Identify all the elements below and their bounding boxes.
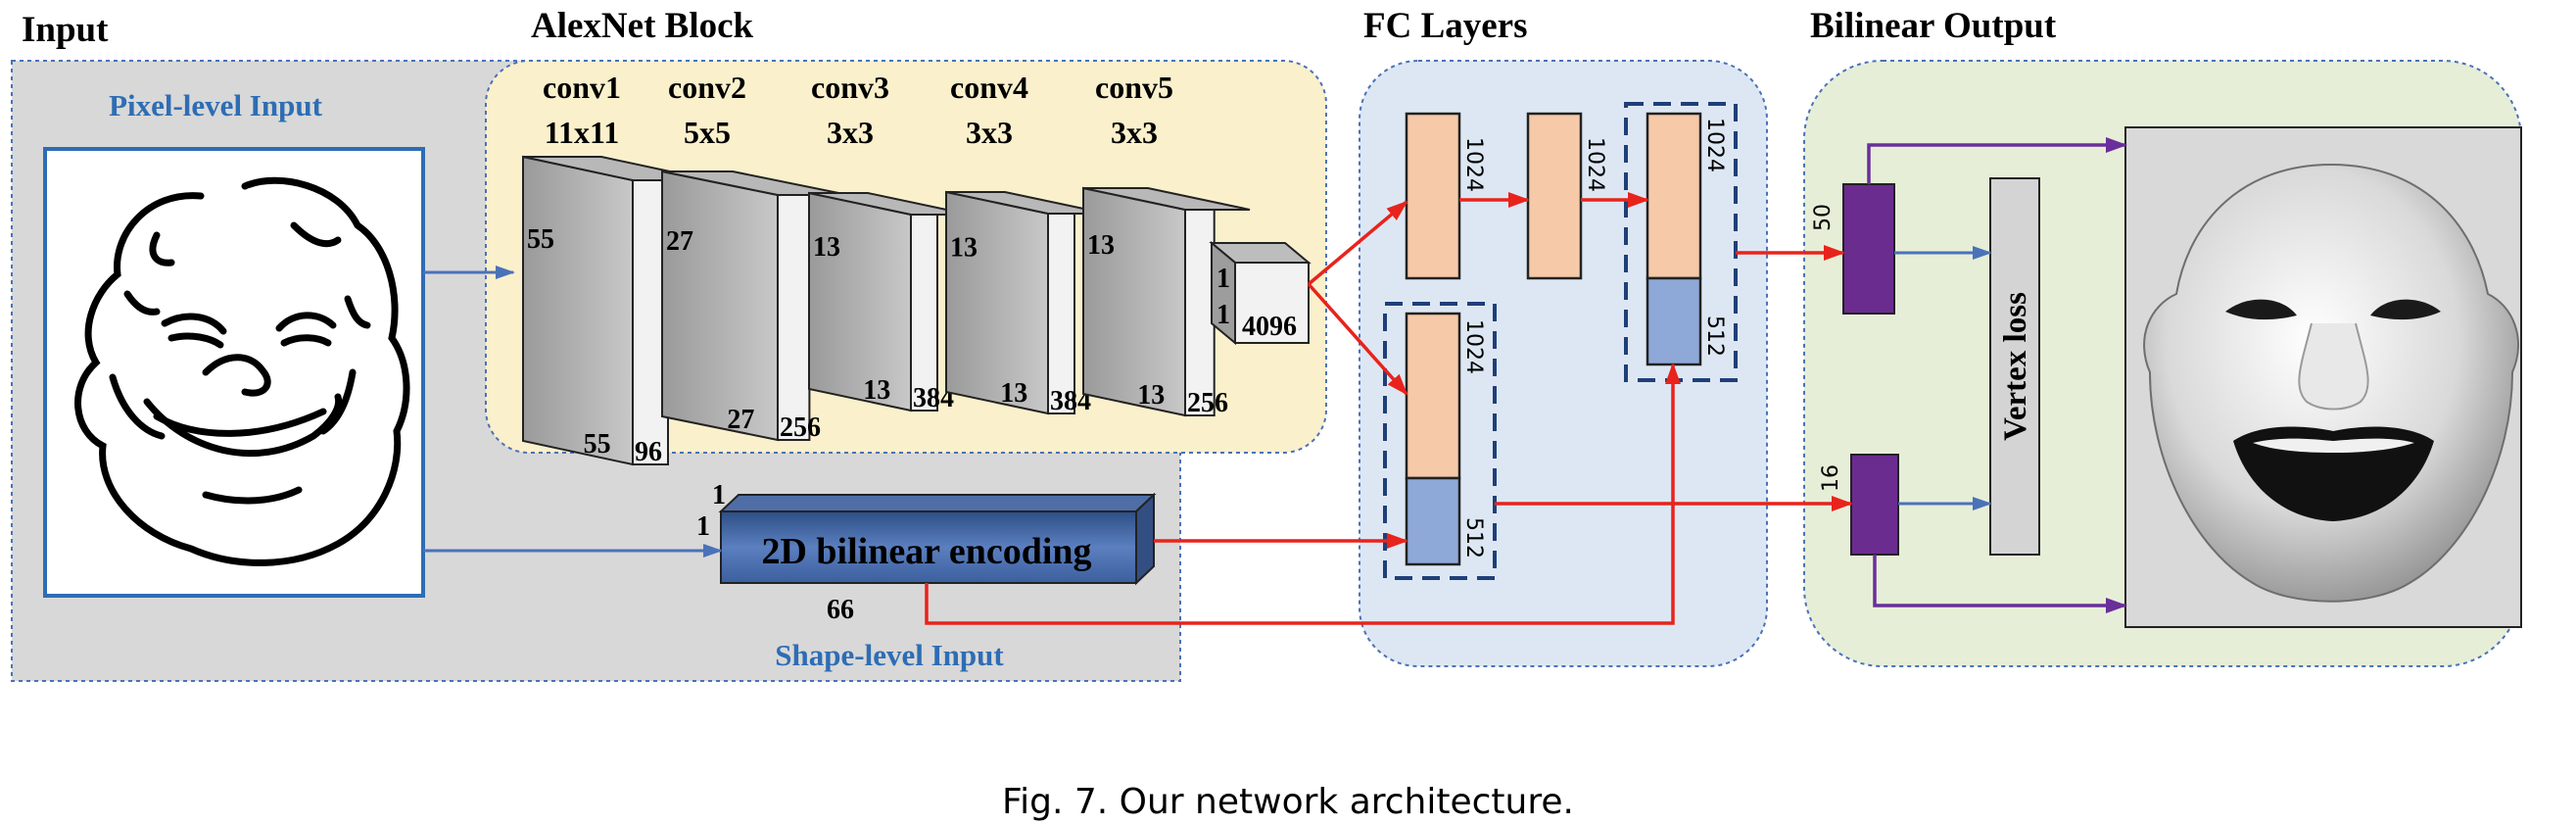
fc-panel: FC Layers 1024 1024 1024 512 1024 512: [1359, 6, 1768, 667]
fc-combo-bottom-dim: 512: [1461, 517, 1486, 558]
conv-layer-front-face: [777, 194, 811, 441]
conv-layer-kernel: 3x3: [1111, 115, 1158, 150]
conv-layer-2: conv2 5x5 27 27 256: [661, 70, 849, 443]
conv-layer-side-face: [661, 170, 779, 442]
vertex-loss-block: [1989, 177, 2040, 556]
fc-concat-bottom-layer: [1646, 276, 1702, 366]
fc-cube-channels: 4096: [1242, 312, 1297, 342]
conv-layer-size-bottom: 13: [1000, 378, 1027, 409]
conv-layer-channels: 256: [780, 412, 821, 443]
fc-combo-top-dim: 1024: [1461, 319, 1486, 374]
conv-layer-size-side: 55: [527, 224, 554, 255]
fc-concat-top-layer: [1646, 112, 1702, 280]
conv-layer-side-face: [1082, 186, 1186, 417]
fc-combo-bottom-layer: [1405, 476, 1461, 566]
expression-to-face-arrow: [1873, 555, 2127, 613]
fc-concat-bottom-dim: 512: [1702, 315, 1727, 357]
fc-cube-side1: 1: [1216, 264, 1230, 294]
conv-layer-side-face: [945, 190, 1049, 415]
conv-layer-size-side: 13: [813, 232, 840, 263]
fc-combo-group: [1383, 302, 1497, 580]
pixel-level-input-label: Pixel-level Input: [109, 88, 323, 122]
fc1-dim: 1024: [1461, 137, 1486, 192]
encoding-dim-top: 1: [712, 480, 726, 510]
conv-layer-kernel: 5x5: [684, 115, 731, 150]
identity-weights-block: [1842, 183, 1895, 315]
expression-weights-block: [1850, 454, 1899, 556]
fc2-dim: 1024: [1583, 137, 1607, 192]
encoding-dim-side: 1: [696, 511, 710, 542]
conv-layer-name: conv4: [950, 70, 1028, 105]
conv-layer-kernel: 3x3: [827, 115, 874, 150]
fc2-layer: [1526, 112, 1583, 280]
bilinear-title: Bilinear Output: [1810, 6, 2057, 46]
conv-layer-front-face: [1047, 213, 1075, 414]
conv-layer-side-face: [808, 191, 912, 412]
fc-concat-group: [1624, 102, 1738, 382]
bilinear-encoding-label: 2D bilinear encoding: [761, 531, 1091, 572]
vertex-loss-label: Vertex loss: [1998, 292, 2033, 441]
conv-layer-name: conv2: [668, 70, 746, 105]
input-title: Input: [22, 10, 109, 50]
conv-layer-size-side: 27: [666, 226, 693, 257]
fc-title: FC Layers: [1363, 6, 1528, 46]
sketch-face-image: [43, 147, 425, 598]
alexnet-panel: AlexNet Block conv1 11x11 55 55 96 conv2 5x5 27…: [485, 6, 1327, 467]
encoding-to-concat-arrow: [925, 363, 1681, 625]
conv-layer-size-side: 13: [950, 232, 978, 263]
conv-layer-kernel: 11x11: [545, 115, 619, 150]
conv-layer-kernel: 3x3: [966, 115, 1013, 150]
alexnet-to-fc1-arrow: [1307, 200, 1408, 286]
fc1-layer: [1405, 112, 1461, 280]
expression-dim-label: 16: [1819, 464, 1843, 492]
conv-layer-front-face: [910, 214, 938, 412]
conv-layer-size-bottom: 55: [584, 429, 611, 460]
conv-layer-size-bottom: 13: [863, 375, 890, 406]
alexnet-title: AlexNet Block: [531, 6, 754, 46]
conv-layer-top-face: [1082, 187, 1251, 211]
identity-dim-label: 50: [1811, 204, 1836, 231]
conv-layer-size-bottom: 13: [1137, 380, 1165, 411]
conv-layer-name: conv1: [543, 70, 621, 105]
arrows: [423, 137, 2127, 625]
encoding-dim-bottom: 66: [827, 595, 854, 625]
conv-blocks: conv1 11x11 55 55 96 conv2 5x5 27 27 256 conv3 3x3 1…: [522, 70, 1251, 467]
shape-level-input-label: Shape-level Input: [775, 638, 1004, 672]
fc-cube: 1 1 4096: [1209, 240, 1312, 346]
conv-layer-name: conv5: [1095, 70, 1173, 105]
figure-caption: Fig. 7. Our network architecture.: [1002, 782, 1574, 822]
bilinear-encoding-block: 2D bilinear encoding 1 1 66: [696, 480, 1157, 625]
identity-to-face-arrow: [1867, 137, 2127, 184]
rendered-face-mesh-image: [2124, 126, 2522, 628]
conv-layer-size-side: 13: [1087, 230, 1115, 261]
alexnet-to-combo-arrow: [1307, 282, 1408, 396]
conv-layer-side-face: [522, 155, 634, 466]
conv-layer-channels: 96: [635, 437, 662, 467]
fc-combo-top-layer: [1405, 312, 1461, 480]
conv-layer-channels: 256: [1187, 388, 1228, 418]
conv-layer-front-face: [1184, 209, 1216, 416]
fc-concat-top-dim: 1024: [1702, 118, 1727, 172]
fc-cube-side2: 1: [1216, 300, 1230, 330]
bilinear-output-panel: Bilinear Output 50 16 Vertex loss: [1803, 6, 2522, 667]
conv-layer-size-bottom: 27: [727, 405, 754, 435]
conv-layer-name: conv3: [811, 70, 889, 105]
conv-layer-5: conv5 3x3 13 13 256: [1082, 70, 1251, 418]
